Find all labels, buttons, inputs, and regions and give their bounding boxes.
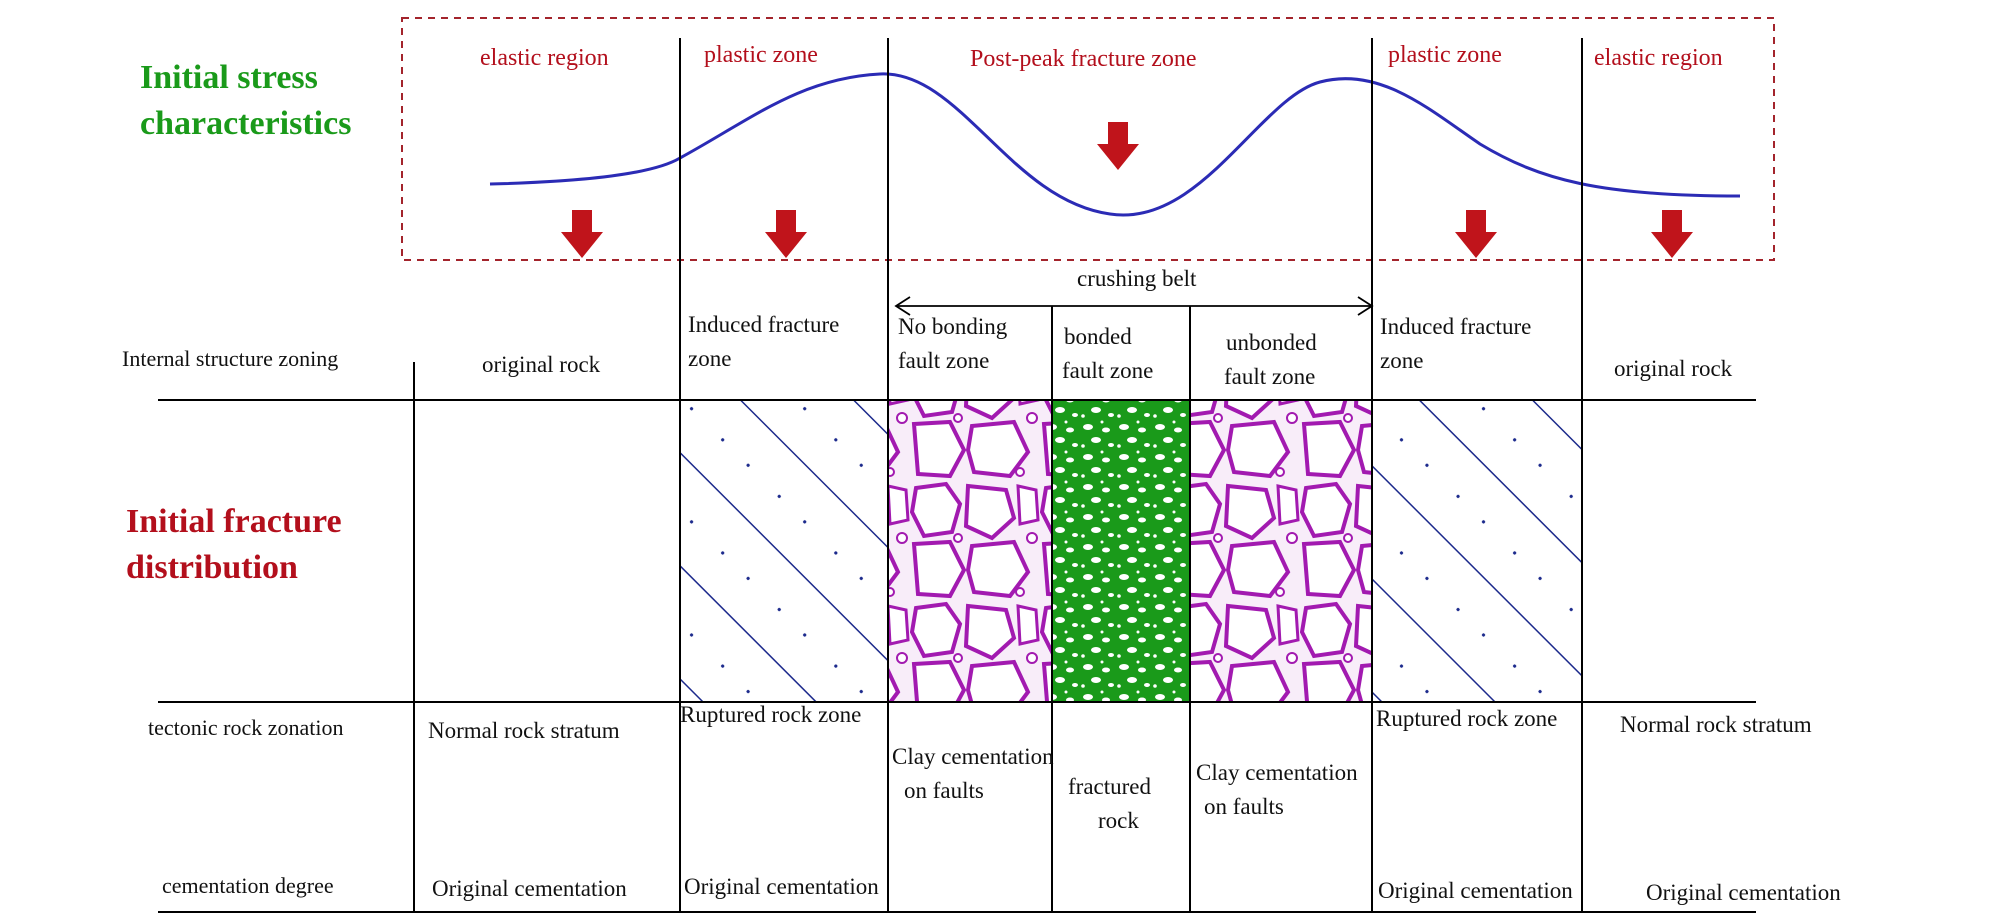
cementation-original-2: Original cementation [684, 874, 879, 899]
tectonic-right-ruptured: Ruptured rock zone [1376, 706, 1557, 731]
stress-frame [401, 17, 1775, 261]
internal-right-original-rock: original rock [1614, 356, 1733, 381]
internal-left-original-rock: original rock [482, 352, 601, 377]
cementation-original-1: Original cementation [432, 876, 627, 901]
row-label-internal-structure: Internal structure zoning [122, 346, 338, 371]
internal-right-induced-line2: zone [1380, 348, 1423, 373]
induced-zone-left-fill [680, 400, 888, 702]
unbonded-fault-zone-fill [1190, 400, 1372, 702]
no-bonding-fault-zone-fill [888, 400, 1052, 702]
row-label-cementation: cementation degree [162, 873, 334, 898]
fracture-heading-line2: distribution [126, 549, 298, 586]
internal-bonded-line2: fault zone [1062, 358, 1153, 383]
tectonic-right-normal: Normal rock stratum [1620, 712, 1812, 737]
tectonic-left-normal: Normal rock stratum [428, 718, 620, 743]
internal-no-bonding-line1: No bonding [898, 314, 1008, 339]
arrow-right-elastic [1651, 210, 1693, 258]
bonded-fault-zone-fill [1052, 400, 1190, 702]
arrow-left-elastic [561, 210, 603, 258]
internal-unbonded-line1: unbonded [1226, 330, 1317, 355]
stress-curve [489, 72, 1741, 217]
arrow-post-peak [1097, 122, 1139, 170]
tectonic-fractured-line2: rock [1098, 808, 1139, 833]
zone-title-left-elastic: elastic region [480, 45, 609, 71]
crushing-belt-label: crushing belt [1077, 266, 1197, 291]
tectonic-fractured-line1: fractured [1068, 774, 1151, 799]
zone-title-left-plastic: plastic zone [704, 42, 818, 68]
tectonic-clay1-line2: on faults [904, 778, 984, 803]
tectonic-left-ruptured: Ruptured rock zone [680, 702, 861, 727]
tectonic-clay2-line1: Clay cementation [1196, 760, 1358, 785]
cementation-original-3: Original cementation [1378, 878, 1573, 903]
zone-title-right-elastic: elastic region [1594, 45, 1723, 71]
row-label-tectonic: tectonic rock zonation [148, 715, 343, 740]
internal-left-induced-line2: zone [688, 346, 731, 371]
internal-bonded-line1: bonded [1064, 324, 1132, 349]
zone-title-right-plastic: plastic zone [1388, 42, 1502, 68]
fracture-heading-line1: Initial fracture [126, 503, 342, 540]
tectonic-clay2-line2: on faults [1204, 794, 1284, 819]
crushing-belt-arrowhead-left [894, 296, 911, 316]
tectonic-clay1-line1: Clay cementation [892, 744, 1054, 769]
internal-no-bonding-line2: fault zone [898, 348, 989, 373]
stress-heading-line1: Initial stress [140, 59, 318, 96]
arrow-left-plastic [765, 210, 807, 258]
stress-heading-line2: characteristics [140, 105, 351, 142]
induced-zone-right-fill [1372, 400, 1582, 702]
zone-title-post-peak: Post-peak fracture zone [970, 46, 1197, 72]
internal-unbonded-line2: fault zone [1224, 364, 1315, 389]
arrow-right-plastic [1455, 210, 1497, 258]
cementation-original-4: Original cementation [1646, 880, 1841, 905]
internal-right-induced-line1: Induced fracture [1380, 314, 1531, 339]
internal-left-induced-line1: Induced fracture [688, 312, 839, 337]
